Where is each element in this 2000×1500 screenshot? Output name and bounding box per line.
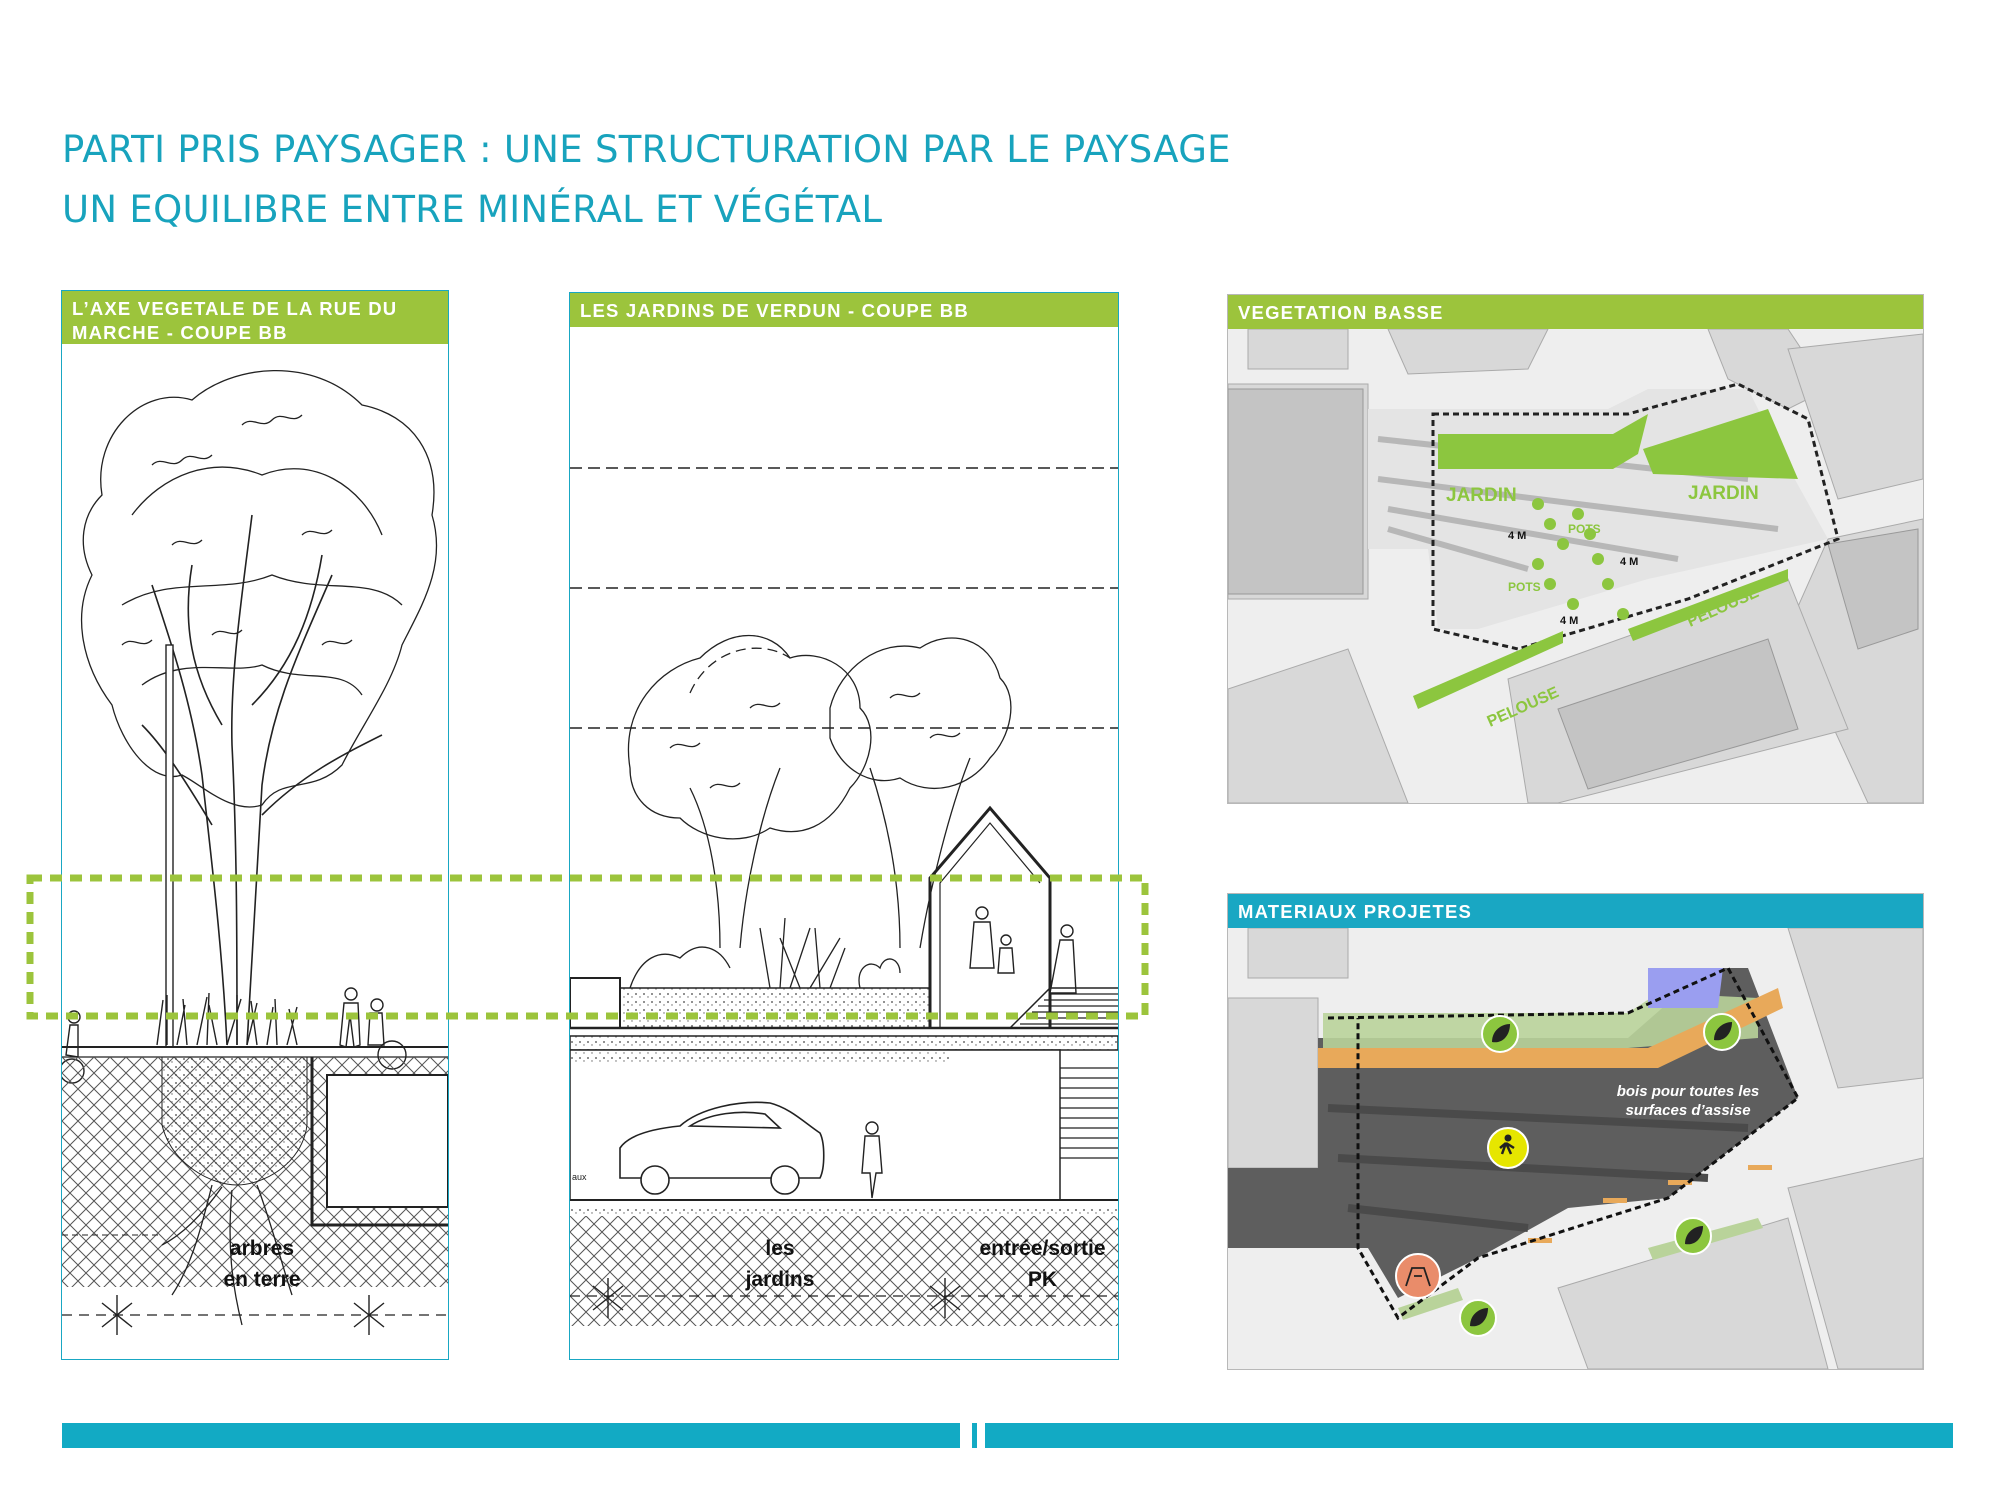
section-panel-rue-du-marche: L’AXE VEGETALE DE LA RUE DU MARCHE - COU… xyxy=(61,290,449,1360)
root-ball xyxy=(161,1056,308,1186)
house-gable xyxy=(928,805,1052,1028)
map-panel-materiaux-projetes: MATERIAUX PROJETES xyxy=(1227,893,1924,1370)
page-title-line1: PARTI PRIS PAYSAGER : UNE STRUCTURATION … xyxy=(62,128,1231,171)
label-arbres-en-terre: arbres en terre xyxy=(192,1233,332,1295)
scale-cross-icon xyxy=(353,1295,385,1335)
section-drawing-tree xyxy=(62,369,448,1335)
roof-slab xyxy=(570,1035,1118,1051)
label-line: jardins xyxy=(745,1268,815,1291)
panel-header: LES JARDINS DE VERDUN - COUPE BB xyxy=(570,293,1118,327)
leaf-icon xyxy=(1459,1299,1497,1337)
label-jardin-left: JARDIN xyxy=(1446,485,1517,506)
scale-cross-icon xyxy=(929,1278,961,1318)
site-boundary xyxy=(1327,966,1800,1321)
people-figures xyxy=(969,906,1077,994)
parking-wall xyxy=(310,1057,448,1227)
pedestrian-icon xyxy=(1487,1127,1529,1169)
scale-cross-icon xyxy=(592,1278,624,1318)
label-dim-1: 4 M xyxy=(1508,530,1526,542)
tiny-text: aux xyxy=(572,1172,587,1182)
label-line: PK xyxy=(1027,1268,1058,1291)
label-line: en terre xyxy=(223,1268,301,1291)
label-line: entrée/sortie xyxy=(979,1237,1106,1260)
label-jardin-right: JARDIN xyxy=(1688,483,1759,504)
footer-bar-left xyxy=(62,1423,960,1448)
jardin-right xyxy=(1643,409,1798,479)
annotation-line1: bois pour toutes les xyxy=(1617,1083,1760,1100)
label-line: arbres xyxy=(229,1237,295,1260)
pelouse-right xyxy=(1628,569,1788,641)
garden-bed xyxy=(619,987,931,1029)
materials-plan-map: bois pour toutes les surfaces d’assise xyxy=(1228,928,1923,1369)
garden-trees xyxy=(627,635,1012,949)
map-panel-vegetation-basse: VEGETATION BASSE xyxy=(1227,294,1924,804)
tree-roots xyxy=(161,1184,293,1326)
page-title-line2: UN EQUILIBRE ENTRE MINÉRAL ET VÉGÉTAL xyxy=(62,188,883,231)
label-pots-1: POTS xyxy=(1568,522,1601,536)
panel-header: L’AXE VEGETALE DE LA RUE DU MARCHE - COU… xyxy=(62,291,448,344)
annotation-line2: surfaces d’assise xyxy=(1625,1102,1750,1119)
children-play-icon xyxy=(1395,1253,1441,1299)
footer-bar-divider xyxy=(972,1423,977,1448)
section-panel-jardins-de-verdun: LES JARDINS DE VERDUN - COUPE BB xyxy=(569,292,1119,1360)
label-entree-sortie-pk: entrée/sortie PK xyxy=(970,1233,1115,1295)
label-pots-2: POTS xyxy=(1508,580,1541,594)
vegetation-plan-map: JARDIN JARDIN POTS POTS 4 M 4 M 4 M PELO… xyxy=(1228,329,1923,803)
label-les-jardins: les jardins xyxy=(720,1233,840,1295)
pots xyxy=(1532,498,1629,620)
scale-cross-icon xyxy=(101,1295,133,1335)
label-line: les xyxy=(765,1237,795,1260)
label-dim-3: 4 M xyxy=(1560,615,1578,627)
car-figure xyxy=(619,1101,825,1195)
jardin-left xyxy=(1438,414,1648,469)
label-dim-2: 4 M xyxy=(1620,556,1638,568)
leaf-icon xyxy=(1481,1015,1519,1053)
wood-band xyxy=(1318,988,1783,1068)
leaf-icon xyxy=(1674,1217,1712,1255)
tree-trunk xyxy=(141,514,383,1046)
footer-bar-right xyxy=(985,1423,1953,1448)
panel-header: MATERIAUX PROJETES xyxy=(1228,894,1923,928)
site-boundary xyxy=(1431,382,1840,651)
garden-planting xyxy=(629,917,901,989)
soil-hatching xyxy=(570,1216,1118,1326)
panel-header: VEGETATION BASSE xyxy=(1228,295,1923,329)
pelouse-left xyxy=(1413,631,1563,709)
person-figure xyxy=(861,1121,883,1199)
lamp-post xyxy=(165,644,174,1048)
tree-canopy xyxy=(81,369,438,808)
section-drawing-gardens xyxy=(570,467,1118,1326)
leaf-icon xyxy=(1703,1013,1741,1051)
